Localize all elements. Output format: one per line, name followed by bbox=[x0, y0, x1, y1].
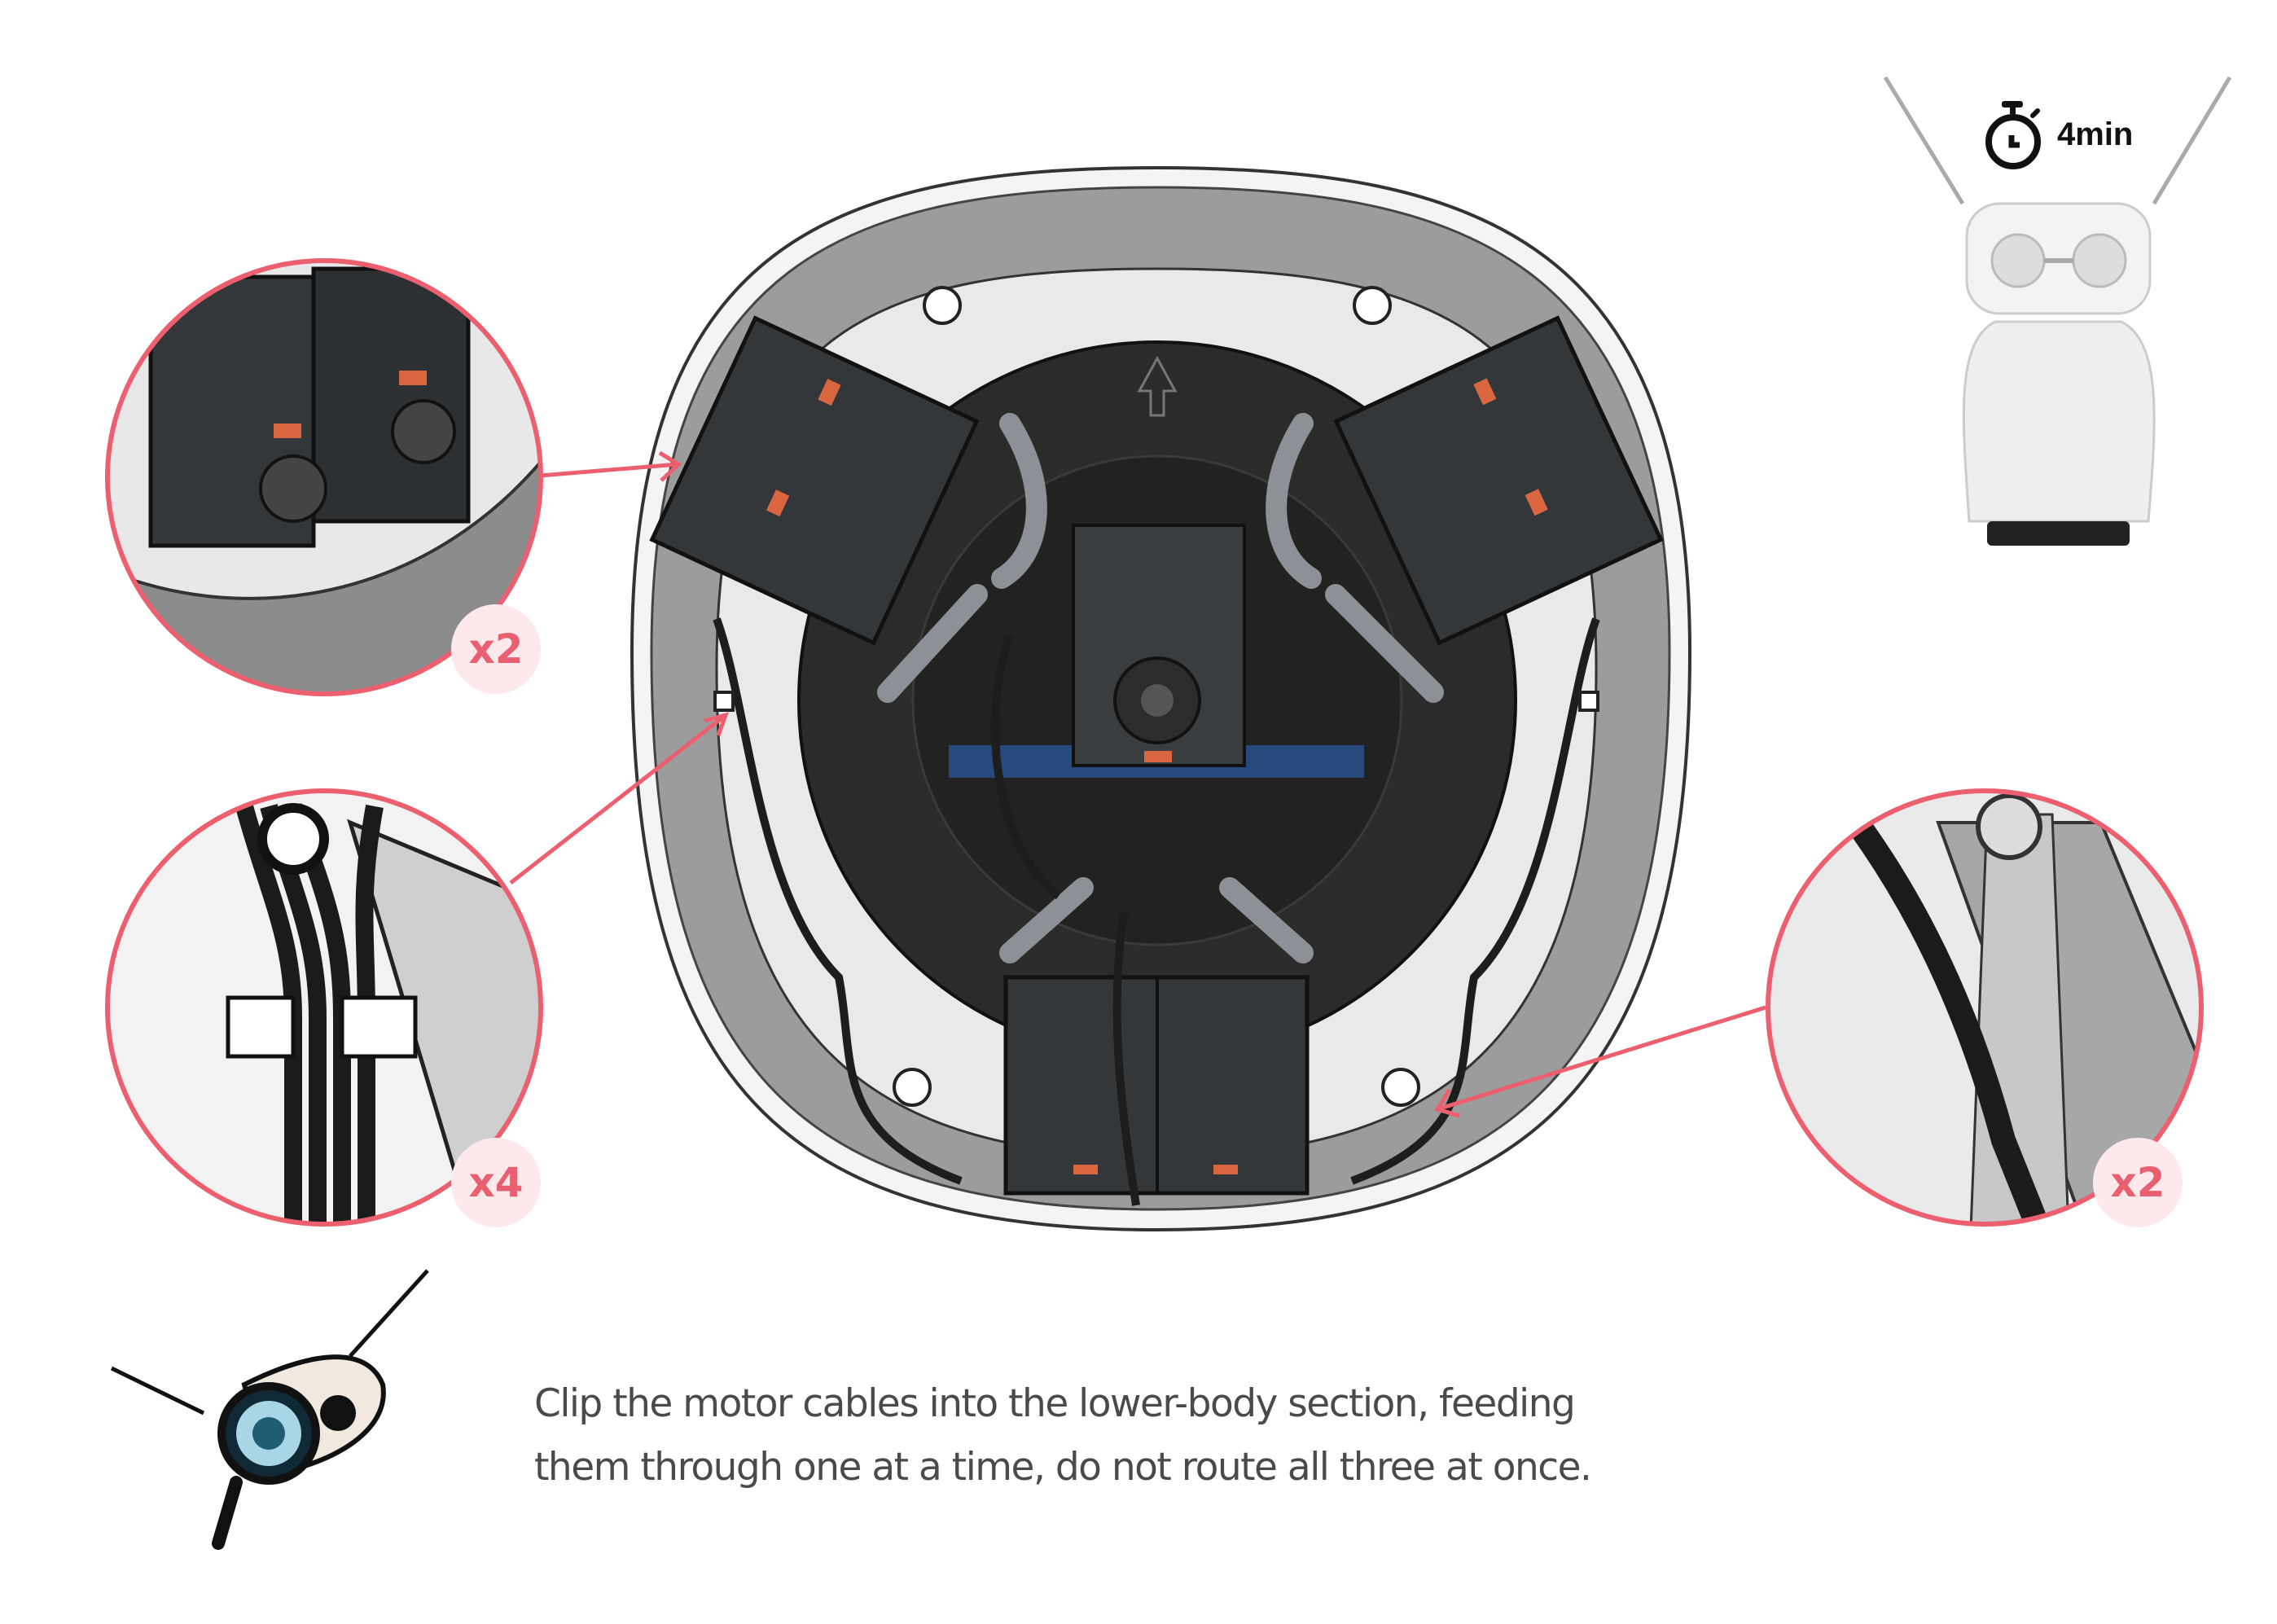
stopwatch-icon bbox=[1985, 101, 2041, 169]
count-badge-servo-clips: x2 bbox=[451, 604, 541, 694]
count-badge-cable-clips: x4 bbox=[451, 1138, 541, 1227]
duration-label: 4min bbox=[2057, 116, 2134, 152]
duration-indicator: 4min bbox=[1981, 99, 2133, 169]
count-badge-cable-channel: x2 bbox=[2093, 1138, 2183, 1227]
instruction-text: Clip the motor cables into the lower-bod… bbox=[534, 1372, 1756, 1499]
callout-arrows bbox=[509, 450, 1766, 1118]
mascot-inspector-icon bbox=[110, 1269, 429, 1550]
instruction-line-2: them through one at a time, do not route… bbox=[534, 1445, 1592, 1490]
robot-preview bbox=[1883, 76, 2232, 546]
instruction-line-1: Clip the motor cables into the lower-bod… bbox=[534, 1381, 1576, 1426]
callout-cable-channel bbox=[1766, 788, 2204, 1227]
lower-body-shell bbox=[630, 165, 1692, 1232]
